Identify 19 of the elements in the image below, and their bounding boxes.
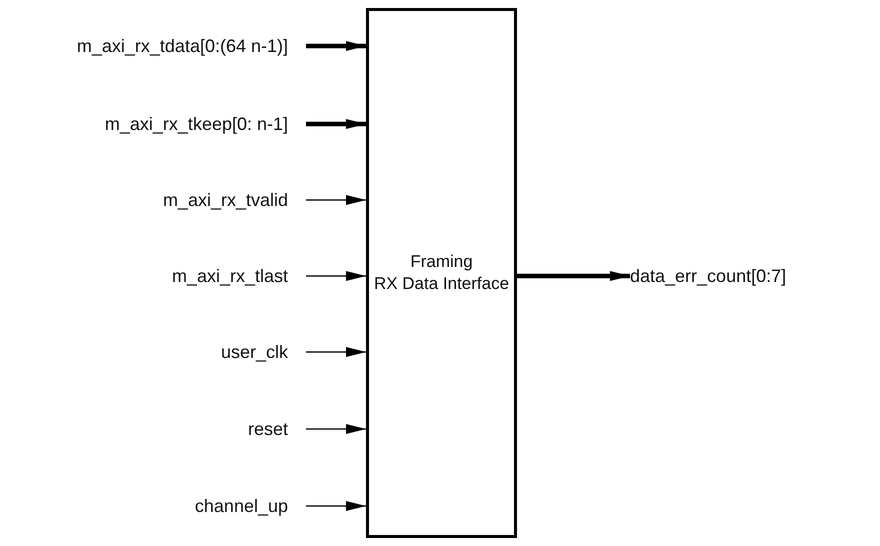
signal-arrow: [306, 424, 366, 434]
signal-arrow: [306, 41, 366, 51]
signal-arrow: [517, 271, 630, 281]
signal-name: m_axi_rx_tkeep[0: n-1]: [104, 114, 289, 134]
signal-arrow: [306, 119, 366, 129]
signal-name: m_axi_rx_tdata[0:(64 n-1)]: [76, 36, 289, 56]
signal-name: channel_up: [194, 496, 289, 516]
signal-name: user_clk: [220, 342, 289, 362]
signal-arrow: [306, 347, 366, 357]
block-title: Framing: [410, 251, 473, 273]
signal-name: m_axi_rx_tvalid: [162, 190, 289, 210]
signal-arrow: [306, 501, 366, 511]
block-title: RX Data Interface: [374, 273, 510, 295]
signal-arrow: [306, 271, 366, 281]
signal-name: m_axi_rx_tlast: [172, 266, 289, 286]
signal-name: reset: [248, 418, 289, 440]
block-box: [366, 8, 517, 538]
signal-name: data_err_count[0:7]: [630, 266, 786, 286]
signal-arrow: [306, 195, 366, 205]
